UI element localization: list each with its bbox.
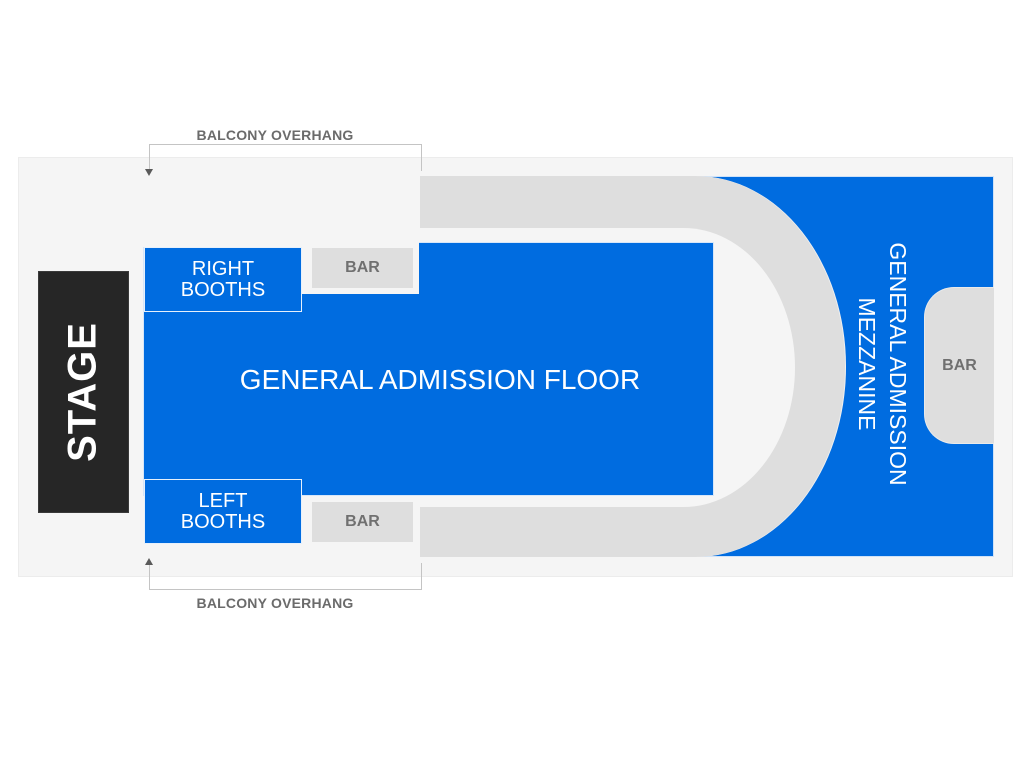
floor-label: GENERAL ADMISSION FLOOR (239, 364, 641, 395)
bar-bottom: BAR (312, 502, 413, 542)
arrow-up-icon (145, 558, 153, 565)
overhang-top-bracket-left (149, 144, 150, 170)
balcony-overhang-bottom-label: BALCONY OVERHANG (196, 595, 354, 611)
balcony-overhang-top-label: BALCONY OVERHANG (196, 127, 354, 143)
right-booths-label-line1: RIGHT (191, 257, 255, 280)
stage (38, 271, 129, 513)
bar-top: BAR (312, 248, 413, 288)
left-booths-label-line1: LEFT (198, 489, 248, 512)
stage-label: STAGE (60, 322, 105, 462)
mezzanine-label-line1: GENERAL ADMISSION (885, 242, 911, 486)
bar-top-label: BAR (345, 259, 380, 276)
overhang-bottom-bracket-right (421, 563, 422, 590)
bar-mezzanine-label: BAR (942, 356, 977, 374)
bar-mezzanine: BAR (924, 287, 994, 444)
mezzanine-label-line2: MEZZANINE (854, 297, 880, 431)
left-booths-label-line2: BOOTHS (180, 510, 266, 533)
bar-bottom-label: BAR (345, 513, 380, 530)
overhang-top-bracket-horizontal (149, 144, 422, 145)
section-left-booths[interactable]: LEFT BOOTHS (144, 479, 302, 544)
overhang-top-bracket-right (421, 144, 422, 171)
right-booths-label-line2: BOOTHS (180, 278, 266, 301)
floor-cutout-top-left (143, 242, 301, 247)
overhang-bottom-bracket-left (149, 563, 150, 590)
section-right-booths[interactable]: RIGHT BOOTHS (144, 247, 302, 312)
arrow-down-icon (145, 169, 153, 176)
overhang-bottom-bracket-horizontal (149, 589, 422, 590)
